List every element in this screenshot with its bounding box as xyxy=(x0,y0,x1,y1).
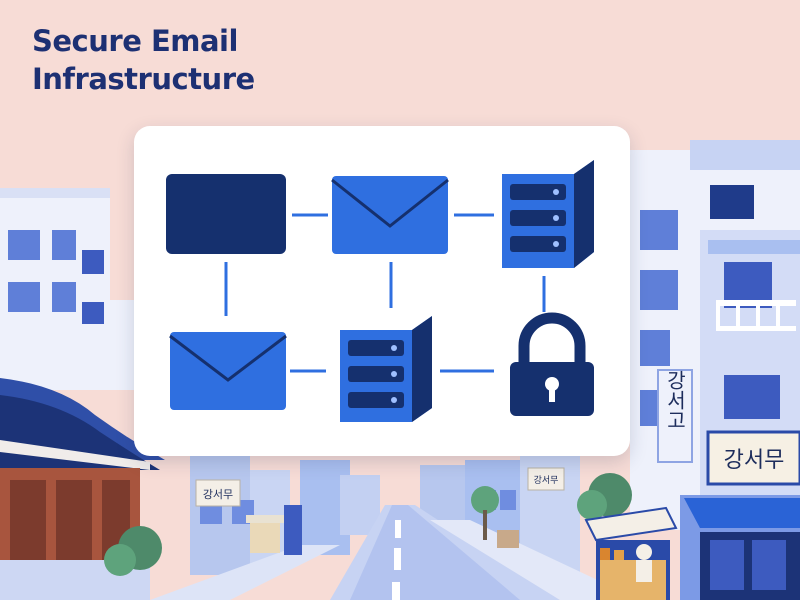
right-shop-sign-group: 강서무 xyxy=(706,430,800,486)
padlock-icon xyxy=(510,312,594,416)
server-icon xyxy=(502,160,594,268)
infrastructure-diagram-card xyxy=(134,126,630,456)
server-icon xyxy=(340,316,432,422)
left-street-stall: 강서무 xyxy=(195,479,302,555)
page-title: Secure Email Infrastructure xyxy=(32,22,255,98)
dark-panel-node xyxy=(166,174,286,254)
vertical-sign-group: 강서고 xyxy=(657,369,693,463)
hanok-building xyxy=(0,330,165,600)
diagram-connectors xyxy=(224,213,546,373)
envelope-icon xyxy=(331,176,449,254)
right-storefront xyxy=(577,473,800,600)
infrastructure-diagram xyxy=(166,160,594,422)
envelope-icon xyxy=(169,332,287,410)
mid-street-sign-group: 강서무 xyxy=(471,467,565,548)
street-road xyxy=(150,505,640,600)
vertical-sign: 강서고 xyxy=(663,370,687,430)
page-title-line-2: Infrastructure xyxy=(32,62,255,96)
mid-street-sign: 강서무 xyxy=(534,475,559,486)
right-shop-sign: 강서무 xyxy=(724,448,785,473)
page-title-line-1: Secure Email xyxy=(32,24,238,58)
left-street-sign: 강서무 xyxy=(203,488,233,501)
